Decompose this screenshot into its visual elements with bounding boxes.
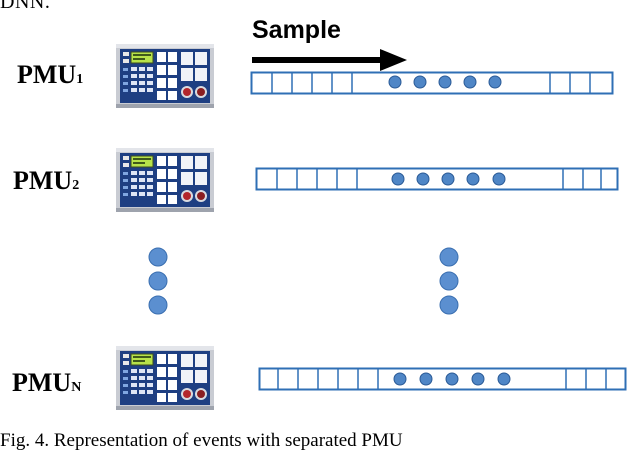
- sample-strip-pmu-1: [250, 71, 614, 95]
- event-dot: [466, 172, 480, 186]
- event-dot: [388, 75, 402, 89]
- event-dot: [391, 172, 405, 186]
- pmu-label-1: PMU1: [17, 62, 83, 88]
- event-dot: [445, 372, 459, 386]
- event-dot: [393, 372, 407, 386]
- event-dot: [438, 75, 452, 89]
- event-dot: [492, 172, 506, 186]
- event-dot: [416, 172, 430, 186]
- pmu-device-icon: [116, 346, 214, 410]
- event-dot: [413, 75, 427, 89]
- pmu-label-n: PMUN: [12, 370, 81, 396]
- pmu-label-subscript: 1: [76, 72, 84, 87]
- event-dot: [463, 75, 477, 89]
- pmu-label-subscript: N: [71, 380, 82, 395]
- vertical-ellipsis-icon: [148, 247, 168, 315]
- pmu-label-subscript: 2: [72, 178, 80, 193]
- vertical-ellipsis-icon: [439, 247, 459, 315]
- pmu-device-icon: [116, 44, 214, 108]
- figure-caption: Fig. 4. Representation of events with se…: [0, 430, 403, 451]
- previous-text-fragment: DNN.: [0, 0, 51, 13]
- sample-direction-arrow-icon: [252, 49, 407, 71]
- sample-label: Sample: [252, 16, 341, 44]
- sample-strip-pmu-n: [258, 367, 627, 391]
- event-dot: [441, 172, 455, 186]
- pmu-label-prefix: PMU: [13, 166, 73, 195]
- event-dot: [497, 372, 511, 386]
- pmu-label-prefix: PMU: [17, 60, 77, 89]
- sample-strip-pmu-2: [255, 167, 619, 191]
- event-dot: [488, 75, 502, 89]
- pmu-device-icon: [116, 148, 214, 212]
- event-dot: [471, 372, 485, 386]
- event-dot: [419, 372, 433, 386]
- pmu-label-2: PMU2: [13, 168, 79, 194]
- pmu-label-prefix: PMU: [12, 368, 72, 397]
